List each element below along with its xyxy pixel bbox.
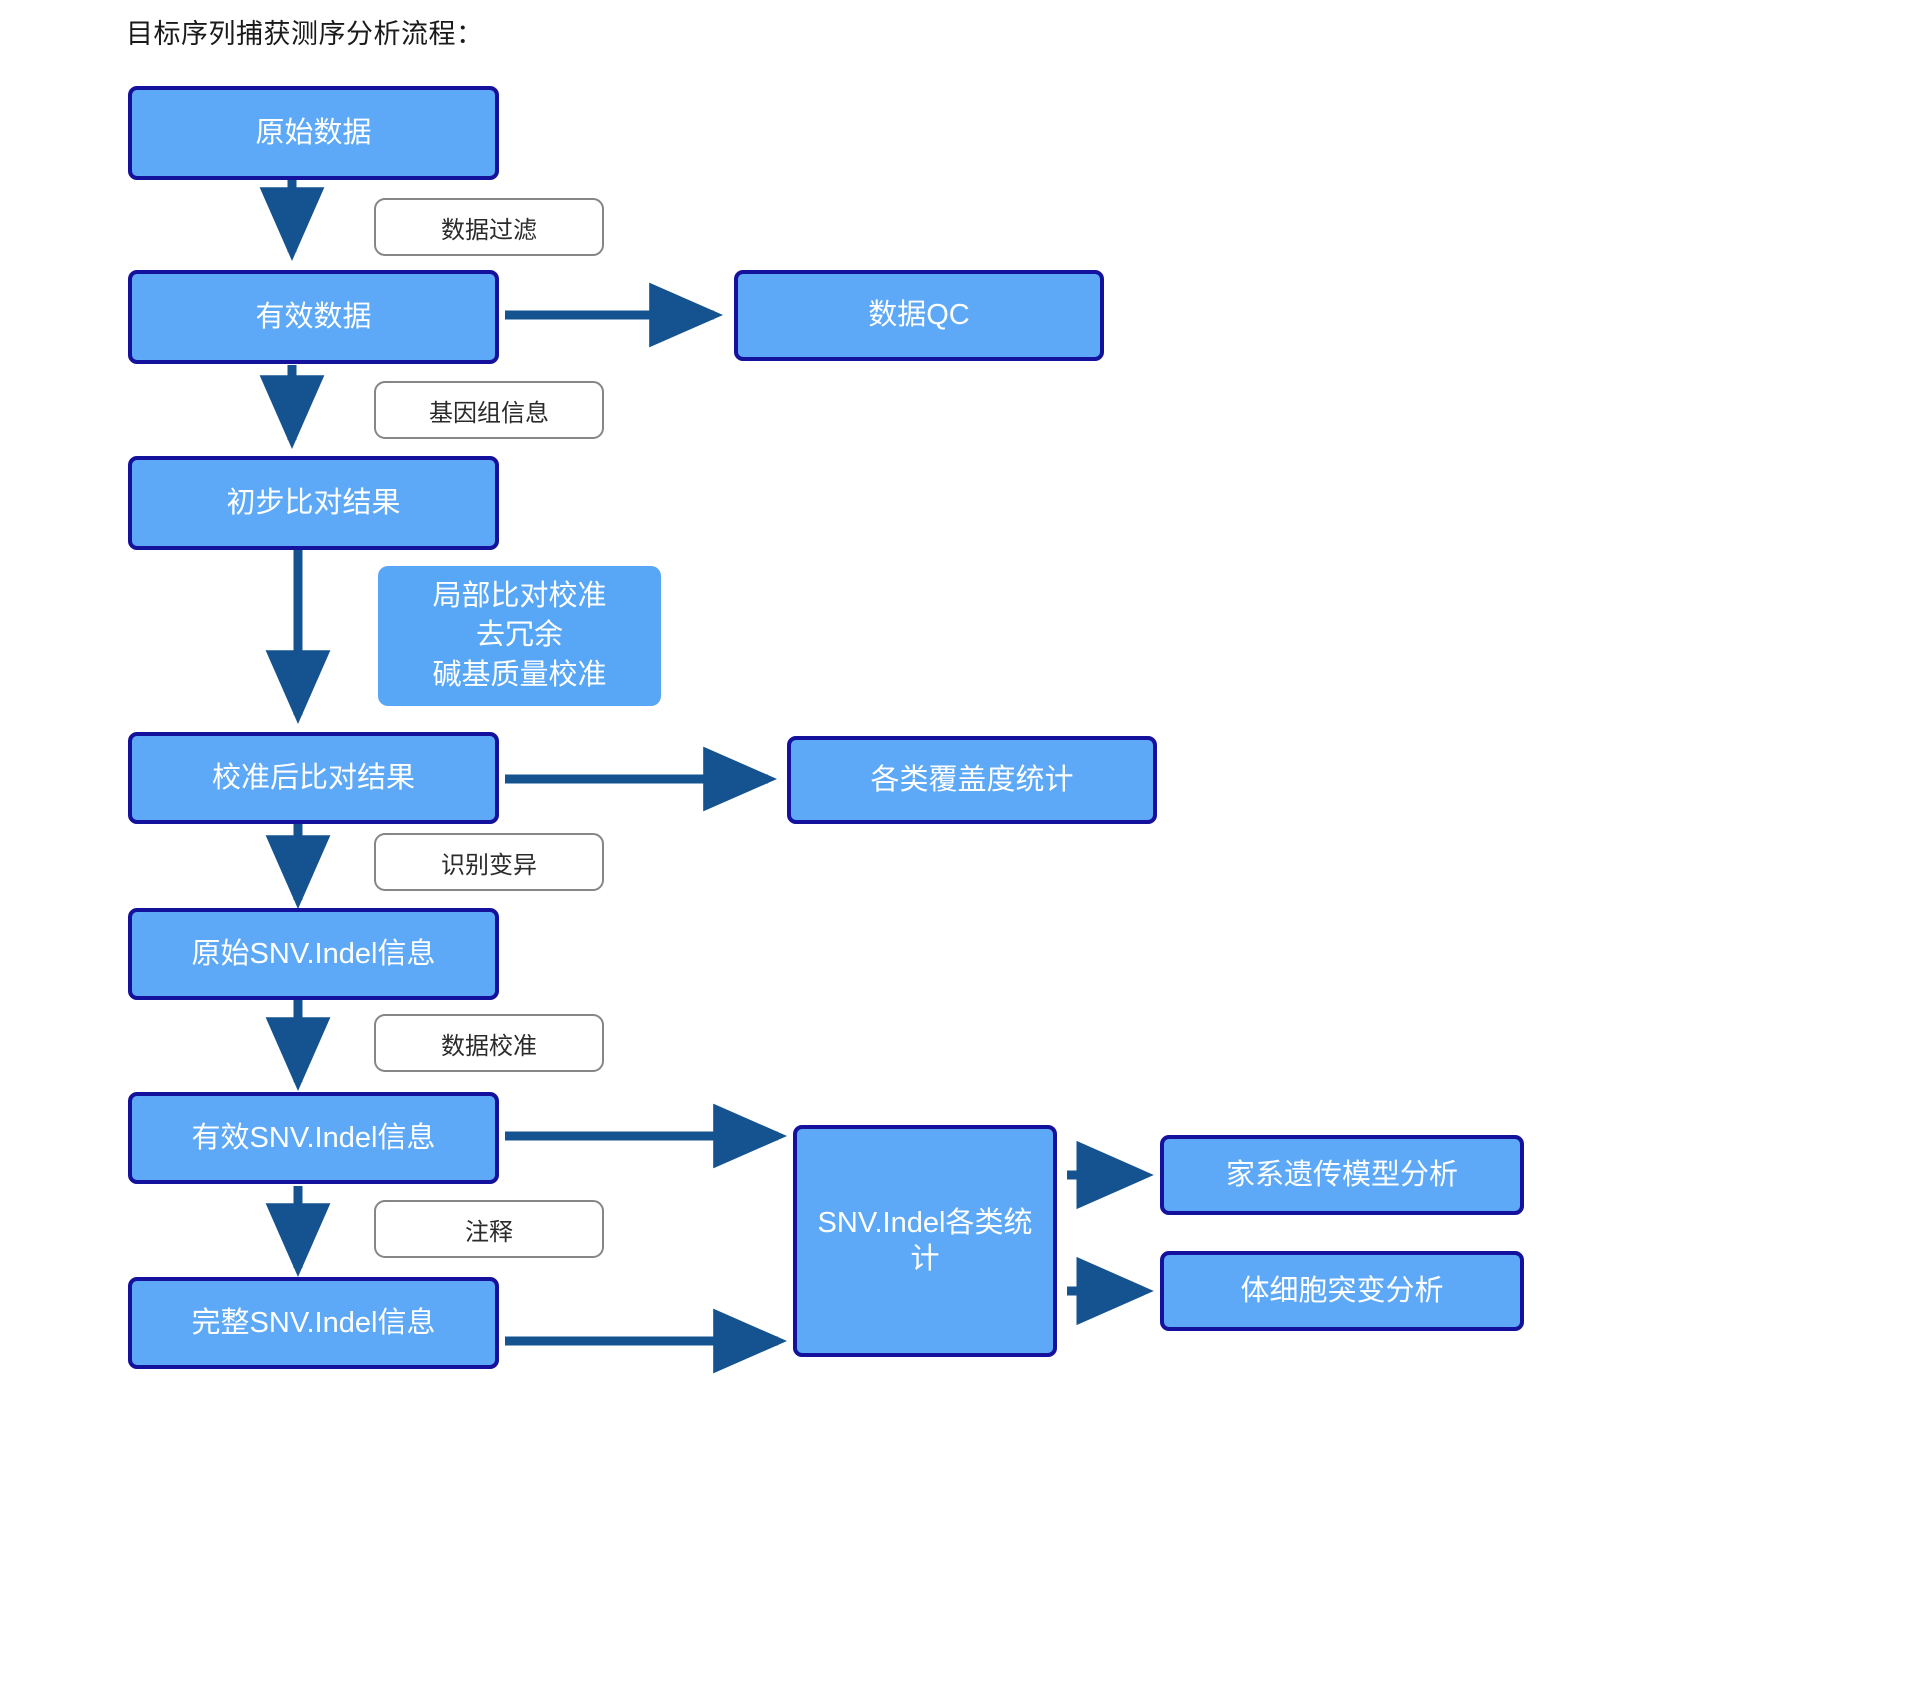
edge-label-annotation: 注释 <box>374 1200 604 1258</box>
node-raw-snv-indel[interactable]: 原始SNV.Indel信息 <box>128 908 499 1000</box>
node-snv-indel-statistics[interactable]: SNV.Indel各类统计 <box>793 1125 1057 1357</box>
node-calibrated-alignment[interactable]: 校准后比对结果 <box>128 732 499 824</box>
edge-label-genome-info: 基因组信息 <box>374 381 604 439</box>
node-coverage-statistics[interactable]: 各类覆盖度统计 <box>787 736 1157 824</box>
edge-label-variant-calling: 识别变异 <box>374 833 604 891</box>
edge-label-data-filter: 数据过滤 <box>374 198 604 256</box>
node-somatic-mutation-analysis[interactable]: 体细胞突变分析 <box>1160 1251 1524 1331</box>
node-data-qc[interactable]: 数据QC <box>734 270 1104 361</box>
page-title: 目标序列捕获测序分析流程： <box>126 19 484 49</box>
node-valid-data[interactable]: 有效数据 <box>128 270 499 364</box>
node-full-snv-indel[interactable]: 完整SNV.Indel信息 <box>128 1277 499 1369</box>
node-valid-snv-indel[interactable]: 有效SNV.Indel信息 <box>128 1092 499 1184</box>
node-raw-data[interactable]: 原始数据 <box>128 86 499 180</box>
node-preliminary-alignment[interactable]: 初步比对结果 <box>128 456 499 550</box>
node-pedigree-analysis[interactable]: 家系遗传模型分析 <box>1160 1135 1524 1215</box>
edge-label-data-calibration: 数据校准 <box>374 1014 604 1072</box>
node-recalibration-note: 局部比对校准 去冗余 碱基质量校准 <box>378 566 661 706</box>
